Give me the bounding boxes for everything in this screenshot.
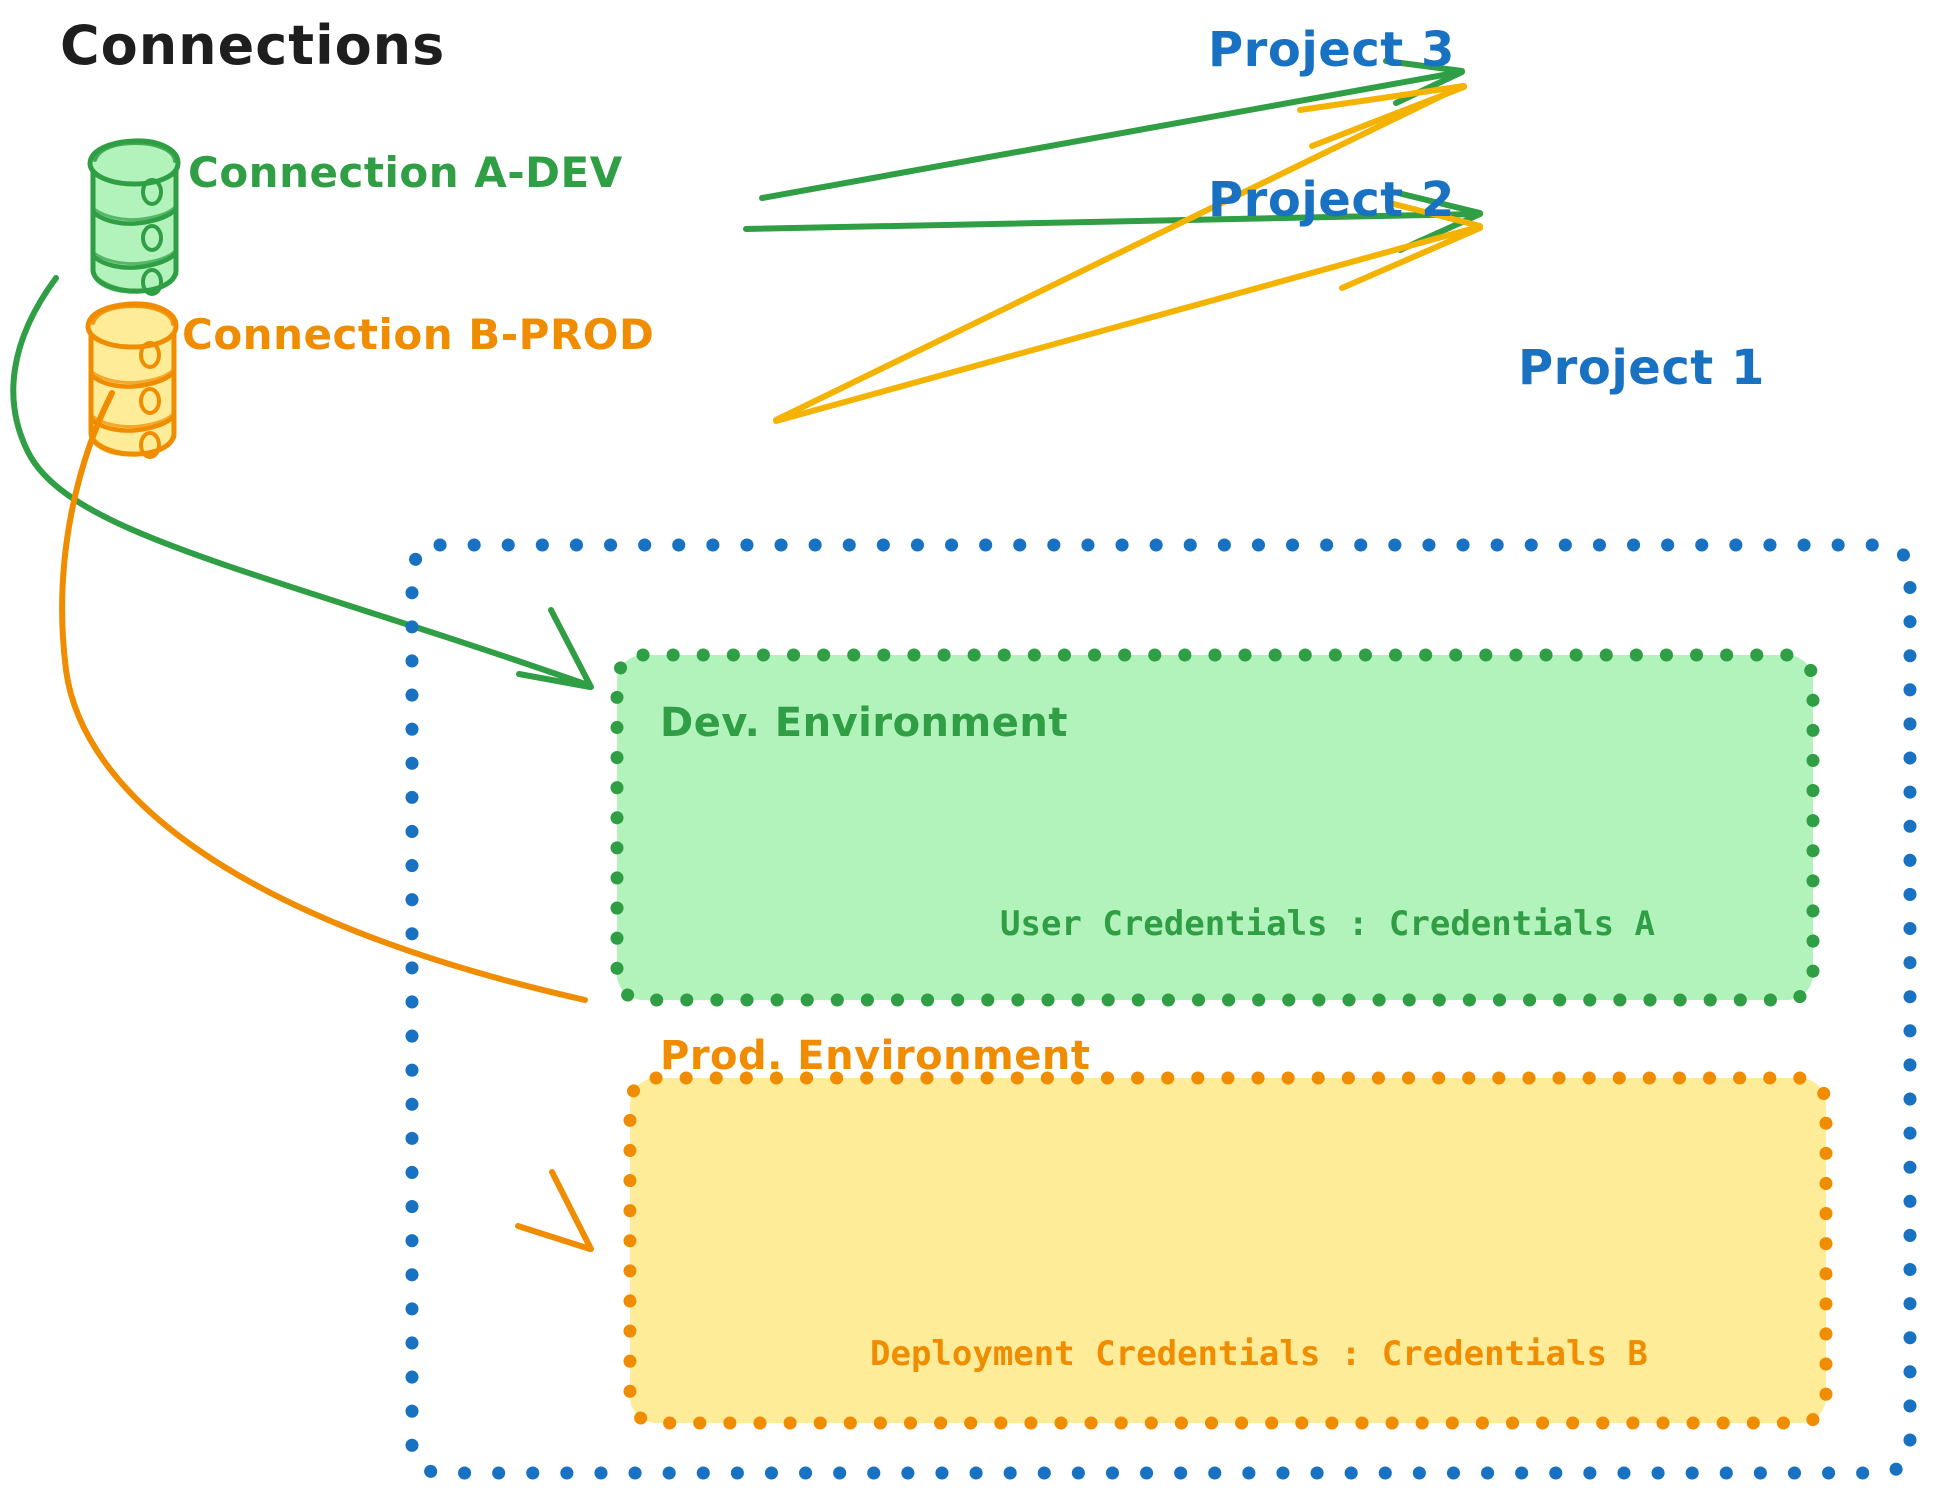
arrow-a-dev-to-dev-environment	[10, 275, 594, 690]
prod-environment-title: Prod. Environment	[660, 1033, 1091, 1079]
connection-b-prod-label: Connection B-PROD	[182, 310, 655, 359]
page-title: Connections	[60, 14, 446, 77]
database-cylinder-icon-green[interactable]	[87, 138, 181, 296]
prod-environment-credentials: Deployment Credentials : Credentials B	[870, 1334, 1648, 1374]
arrow-b-prod-to-project-3	[773, 83, 1467, 423]
database-cylinder-icon-orange[interactable]	[85, 301, 179, 459]
arrow-a-dev-to-project-3	[759, 58, 1465, 201]
dev-environment-title: Dev. Environment	[660, 700, 1068, 746]
connection-a-dev-label: Connection A-DEV	[188, 148, 623, 197]
arrow-b-prod-to-project-2	[773, 200, 1483, 424]
project-1-container	[405, 538, 1917, 1480]
dev-environment-box[interactable]	[610, 648, 1820, 1007]
project-1-label[interactable]: Project 1	[1518, 340, 1765, 396]
dev-environment-credentials: User Credentials : Credentials A	[1000, 904, 1656, 944]
project-3-label[interactable]: Project 3	[1208, 22, 1455, 78]
prod-environment-box[interactable]	[623, 1071, 1833, 1430]
project-2-label[interactable]: Project 2	[1208, 172, 1455, 228]
arrow-b-prod-to-prod-environment	[59, 390, 594, 1252]
